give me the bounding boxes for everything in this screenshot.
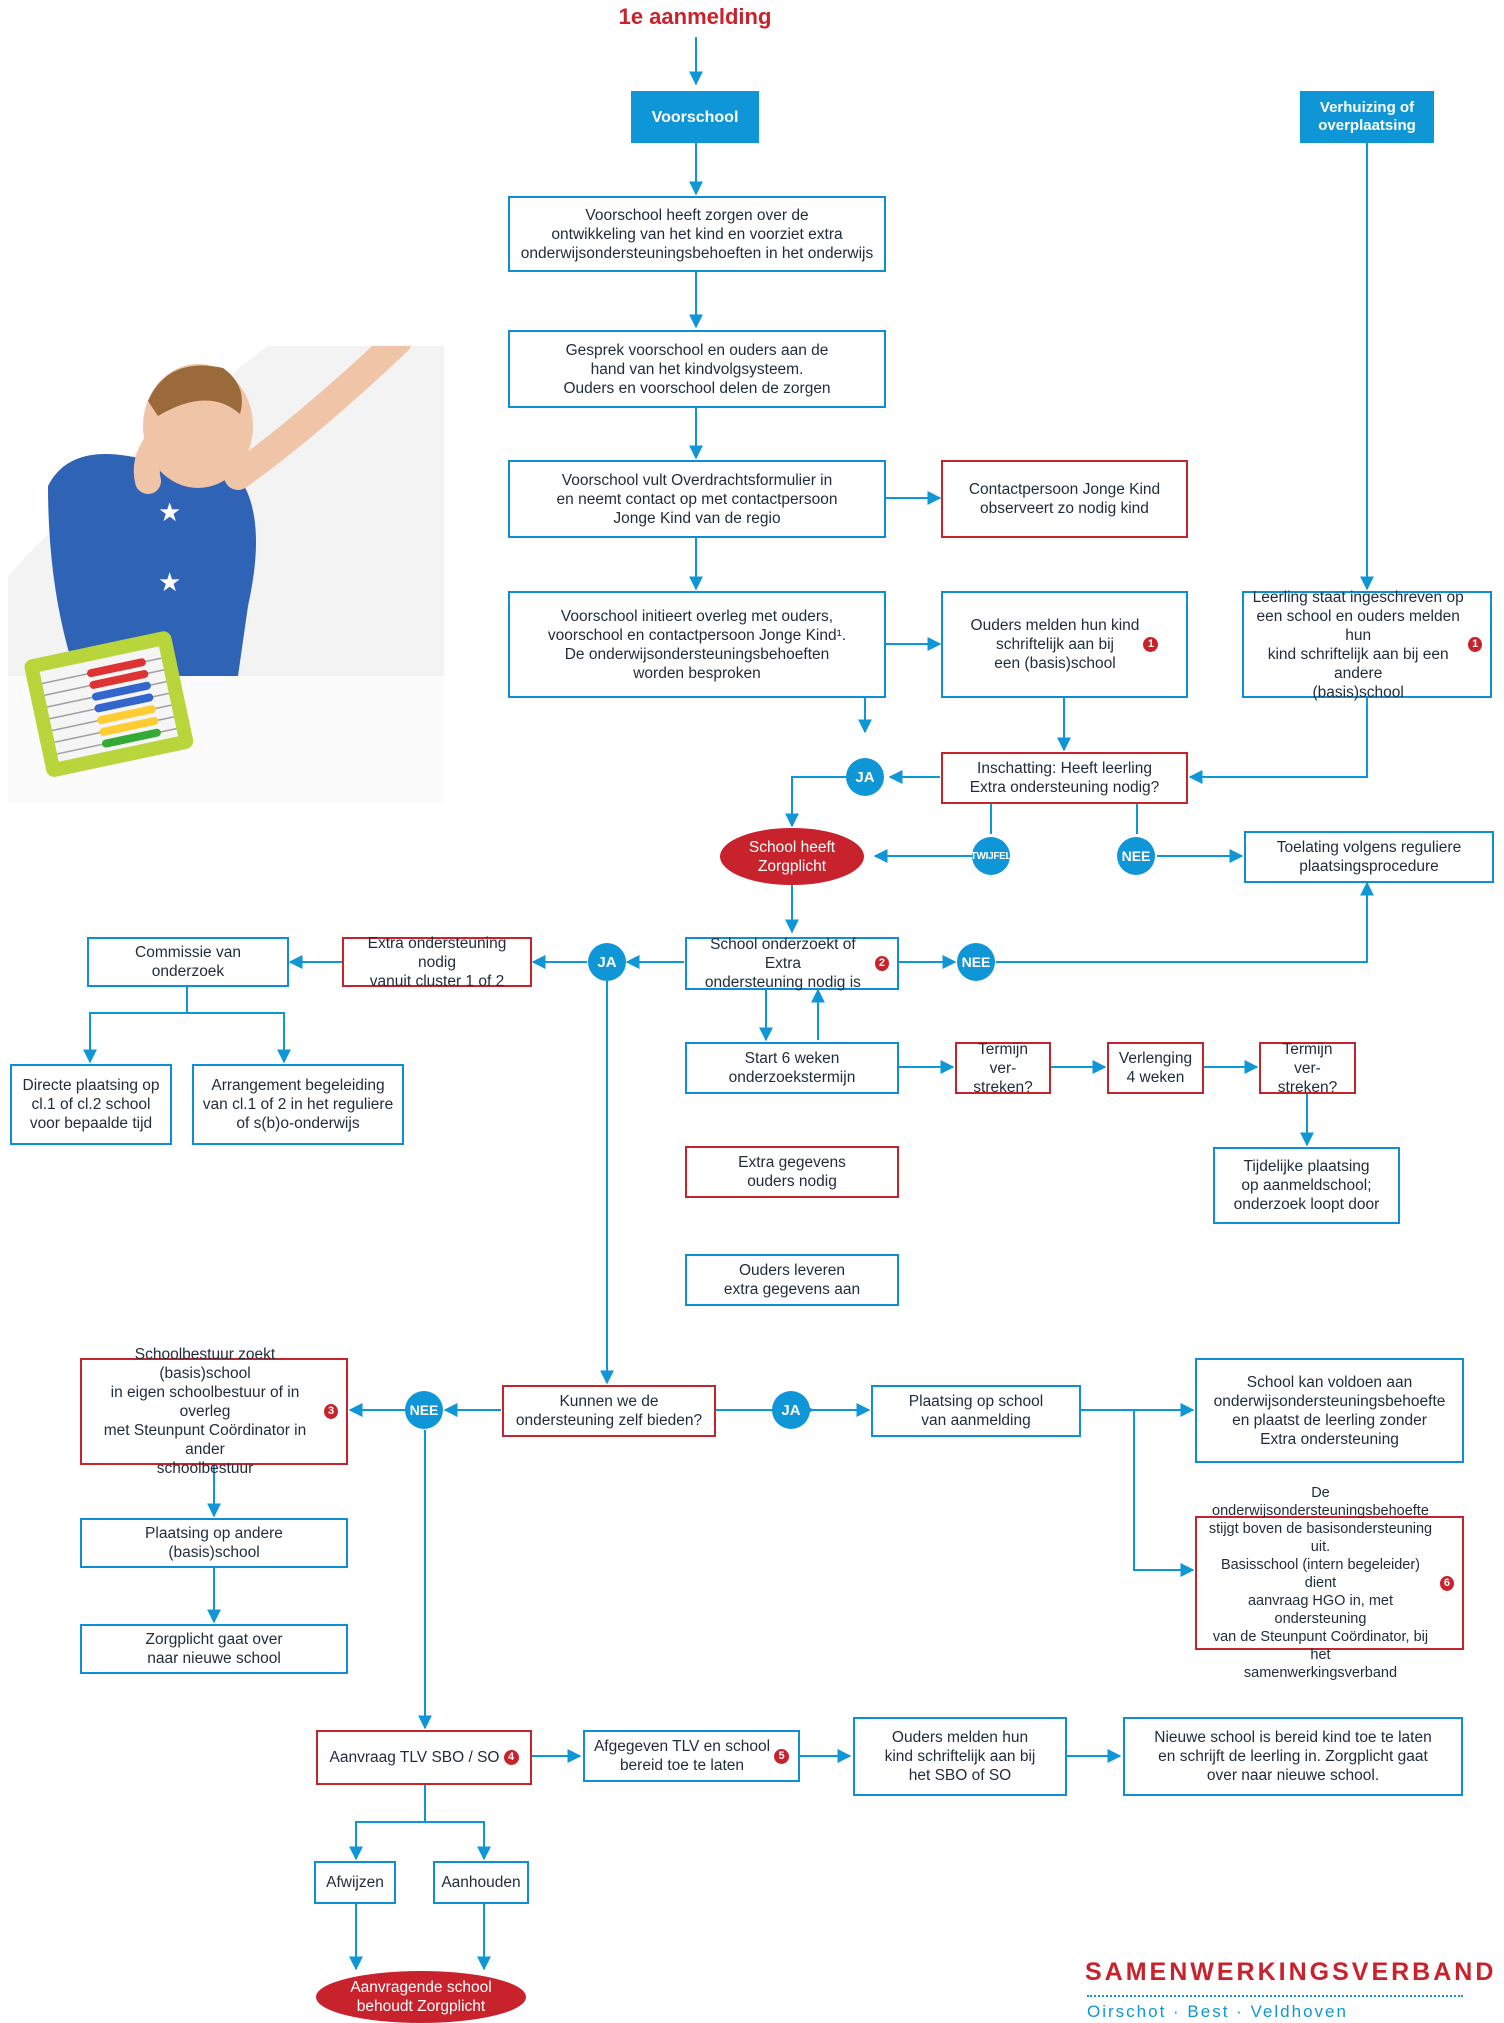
zorgen-box: Voorschool heeft zorgen over de ontwikke…	[508, 196, 886, 272]
zorgplicht-ellipse: School heeft Zorgplicht	[720, 828, 864, 885]
termijn1-box: Termijn ver- streken?	[955, 1041, 1051, 1096]
directe-plaatsing-box: Directe plaatsing op cl.1 of cl.2 school…	[10, 1064, 172, 1145]
onderzoekt-label: School onderzoekt of Extra ondersteuning…	[704, 936, 861, 991]
arrangement-box: Arrangement begeleiding van cl.1 of 2 in…	[192, 1064, 404, 1145]
decision-ja-bottom: JA	[772, 1391, 810, 1429]
aanvraag-tlv-label: Aanvraag TLV SBO / SO	[329, 1749, 500, 1766]
stijgt-box: De onderwijsondersteuningsbehoefte stijg…	[1195, 1485, 1464, 1681]
flowchart-title: 1e aanmelding	[618, 4, 772, 29]
decision-ja-top: JA	[846, 758, 884, 796]
termijn2-box: Termijn ver- streken?	[1259, 1041, 1356, 1096]
kan-voldoen-box: School kan voldoen aan onderwijsonderste…	[1195, 1358, 1464, 1463]
stijgt-label: De onderwijsondersteuningsbehoefte stijg…	[1208, 1485, 1433, 1681]
schoolbestuur-box: Schoolbestuur zoekt (basis)school in eig…	[80, 1346, 348, 1477]
nieuwe-school-box: Nieuwe school is bereid kind toe te late…	[1123, 1717, 1463, 1796]
footnote-badge-1b: 1	[1468, 637, 1482, 652]
leerling-ingeschreven-label: Leerling staat ingeschreven op een schoo…	[1252, 588, 1464, 701]
onderzoekt-box: School onderzoekt of Extra ondersteuning…	[685, 936, 899, 991]
decision-nee-top: NEE	[1117, 837, 1155, 875]
footnote-badge-2: 2	[874, 956, 889, 971]
voorschool-box: Voorschool	[631, 91, 759, 143]
footnote-badge-3: 3	[324, 1404, 338, 1419]
aanhouden-box: Aanhouden	[433, 1861, 529, 1904]
decision-nee-bottom: NEE	[405, 1391, 443, 1429]
decision-nee-right: NEE	[957, 943, 995, 981]
ouders-melden-box: Ouders melden hun kind schriftelijk aan …	[941, 591, 1188, 698]
afwijzen-box: Afwijzen	[314, 1861, 396, 1904]
svg-text:★: ★	[158, 498, 181, 528]
schoolbestuur-label: Schoolbestuur zoekt (basis)school in eig…	[103, 1346, 307, 1477]
commissie-box: Commissie van onderzoek	[87, 937, 289, 987]
ouders-sbo-box: Ouders melden hun kind schriftelijk aan …	[853, 1717, 1067, 1796]
plaatsing-andere-box: Plaatsing op andere (basis)school	[80, 1518, 348, 1568]
decision-ja-left: JA	[588, 943, 626, 981]
brand-name: SAMENWERKINGSVERBAND	[1085, 1958, 1497, 1986]
extra-gegevens-box: Extra gegevens ouders nodig	[685, 1146, 899, 1198]
afgegeven-label: Afgegeven TLV en school bereid toe te la…	[593, 1738, 771, 1774]
brand-subtitle: Oirschot · Best · Veldhoven	[1087, 2002, 1348, 2021]
decision-twijfel: TWIJFEL	[971, 837, 1012, 875]
footnote-badge-5: 5	[774, 1748, 790, 1764]
leerling-ingeschreven-box: Leerling staat ingeschreven op een schoo…	[1242, 589, 1492, 701]
overleg-box: Voorschool initieert overleg met ouders,…	[508, 591, 886, 698]
brand-divider	[1087, 1995, 1463, 1997]
extra-cluster-box: Extra ondersteuning nodig vanuit cluster…	[342, 935, 532, 990]
zorgplicht-nieuwe-box: Zorgplicht gaat over naar nieuwe school	[80, 1624, 348, 1674]
footnote-badge-1: 1	[1143, 637, 1159, 652]
ouders-melden-label: Ouders melden hun kind schriftelijk aan …	[970, 617, 1140, 672]
child-photo: ★ ★	[8, 346, 444, 802]
contactpersoon-box: Contactpersoon Jonge Kind observeert zo …	[941, 460, 1188, 538]
verlenging-box: Verlenging 4 weken	[1107, 1042, 1204, 1094]
start6-box: Start 6 weken onderzoekstermijn	[685, 1042, 899, 1094]
kunnen-box: Kunnen we de ondersteuning zelf bieden?	[502, 1385, 716, 1437]
verhuizing-box: Verhuizing of overplaatsing	[1300, 91, 1434, 143]
aanvragende-ellipse: Aanvragende school behoudt Zorgplicht	[316, 1971, 526, 2023]
inschatting-box: Inschatting: Heeft leerling Extra onders…	[941, 752, 1188, 804]
footnote-badge-4: 4	[503, 1750, 519, 1765]
toelating-box: Toelating volgens reguliere plaatsingspr…	[1244, 831, 1494, 883]
footnote-badge-6: 6	[1439, 1575, 1454, 1591]
plaatsing-aanmelding-box: Plaatsing op school van aanmelding	[871, 1385, 1081, 1437]
ouders-leveren-box: Ouders leveren extra gegevens aan	[685, 1254, 899, 1306]
tijdelijke-box: Tijdelijke plaatsing op aanmeldschool; o…	[1213, 1147, 1400, 1224]
formulier-box: Voorschool vult Overdrachtsformulier in …	[508, 460, 886, 538]
gesprek-box: Gesprek voorschool en ouders aan de hand…	[508, 330, 886, 408]
afgegeven-box: Afgegeven TLV en school bereid toe te la…	[583, 1730, 800, 1782]
svg-text:★: ★	[158, 568, 181, 598]
